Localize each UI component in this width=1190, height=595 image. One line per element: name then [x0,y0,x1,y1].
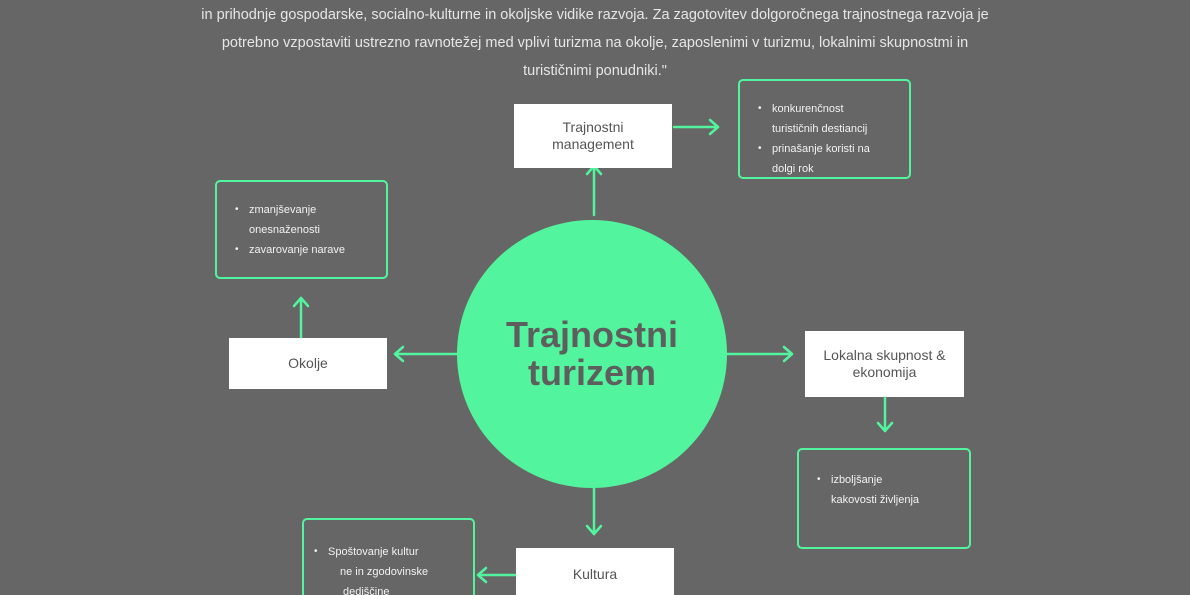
infobox-okolje: zmanjševanje onesnaženosti zavarovanje n… [215,180,388,279]
node-lokalna-label: Lokalna skupnost & ekonomija [823,347,945,381]
list-item: prinašanje koristi na dolgi rok [758,139,909,179]
node-management-line-1: Trajnostni [562,119,624,135]
list-item-line: zmanjševanje [249,204,317,216]
arrowhead-lokalna-info [876,421,894,433]
list-item: izboljšanje kakovosti življenja [817,470,969,510]
intro-line-3: turističnimi ponudniki." [523,63,667,79]
node-lokalna-line-1: Lokalna skupnost & [823,347,946,363]
list-item-line: izboljšanje [831,474,883,486]
list-item-line: dediščine [343,586,390,595]
list-item-line: konkurenčnost [772,103,844,115]
arrowhead-kultura-info [476,566,488,584]
list-item-line: prinašanje koristi na [772,143,870,155]
node-okolje-label: Okolje [288,355,328,371]
arrowhead-lokalna [782,345,794,363]
arrowhead-kultura [585,524,603,536]
center-circle: Trajnostni turizem [457,220,727,488]
node-okolje: Okolje [229,338,387,389]
list-item: Spoštovanje kultur ne in zgodovinske ded… [314,542,473,595]
node-management-label: Trajnostni management [552,119,634,153]
infobox-kultura-list: Spoštovanje kultur ne in zgodovinske ded… [304,542,473,595]
infobox-management-list: konkurenčnost turističnih destiancij pri… [740,99,909,179]
node-trajnostni-management: Trajnostni management [514,104,672,168]
center-title-line-2: turizem [527,352,657,393]
list-item-line: turističnih destiancij [772,123,868,135]
infobox-lokalna: izboljšanje kakovosti življenja [797,448,971,549]
intro-line-2: potrebno vzpostaviti ustrezno ravnotežej… [221,35,969,51]
node-management-line-2: management [552,136,634,152]
infobox-okolje-list: zmanjševanje onesnaženosti zavarovanje n… [217,200,386,260]
list-item-line: onesnaženosti [249,224,320,236]
arrowhead-okolje [393,345,405,363]
node-kultura-label: Kultura [572,565,618,582]
intro-paragraph: in prihodnje gospodarske, socialno-kultu… [120,1,1070,85]
list-item-line: kakovosti življenja [831,494,920,506]
infobox-lokalna-list: izboljšanje kakovosti življenja [799,470,969,510]
list-item: zavarovanje narave [235,240,386,260]
list-item-line: Spoštovanje kultur [328,546,419,558]
list-item-line: zavarovanje narave [249,244,346,256]
intro-line-1: in prihodnje gospodarske, socialno-kultu… [201,7,989,23]
arrowhead-management-info [708,118,720,136]
center-title-line-1: Trajnostni [505,314,679,355]
node-lokalna-line-2: ekonomija [852,364,917,380]
list-item: zmanjševanje onesnaženosti [235,200,386,240]
node-lokalna-skupnost: Lokalna skupnost & ekonomija [805,331,964,397]
list-item: konkurenčnost turističnih destiancij [758,99,909,139]
infobox-kultura: Spoštovanje kultur ne in zgodovinske ded… [302,518,475,595]
center-title: Trajnostni turizem [482,316,702,392]
arrowhead-okolje-info [292,296,310,308]
node-kultura: Kultura [516,548,674,595]
list-item-line: ne in zgodovinske [340,566,429,578]
infobox-management: konkurenčnost turističnih destiancij pri… [738,79,911,179]
list-item-line: dolgi rok [772,163,814,175]
